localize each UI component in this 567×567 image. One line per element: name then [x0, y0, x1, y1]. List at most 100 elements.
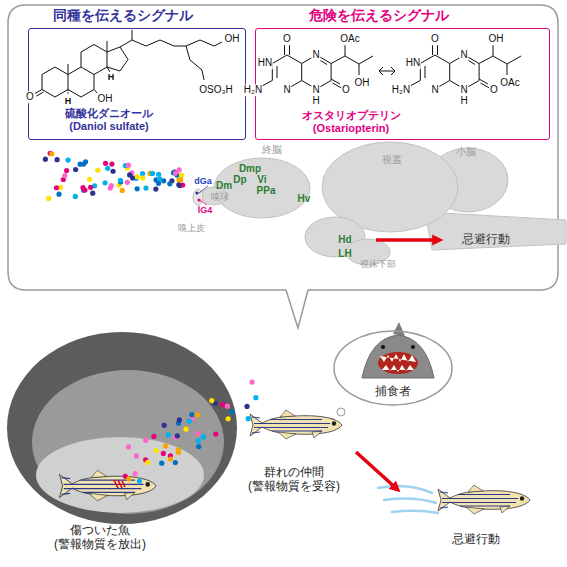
region-label: Dp — [233, 174, 246, 186]
odorant-dot — [43, 157, 48, 162]
signal-heading: 危険を伝えるシグナル — [279, 7, 479, 24]
atom-label: O — [430, 33, 440, 45]
odorant-dot — [143, 438, 148, 443]
odorant-dot — [176, 450, 181, 455]
odorant-dot — [253, 395, 258, 400]
pterin-structure — [410, 44, 521, 89]
atom-label: OAc — [499, 77, 520, 89]
atom-label: N — [282, 84, 291, 96]
odorant-dot — [120, 188, 125, 193]
region-label: 小脳 — [456, 146, 476, 158]
odorant-dot — [195, 412, 200, 417]
region-label: LH — [338, 248, 351, 260]
odorant-dot — [73, 194, 78, 199]
escape-arrow — [356, 452, 398, 490]
avoidance-arrow — [376, 238, 440, 242]
compound-name: 硫酸化ダニオール (Daniol sulfate) — [59, 107, 159, 133]
odorant-dot — [225, 404, 230, 409]
atom-label: H₂N — [243, 84, 263, 96]
atom-label: OH — [354, 77, 371, 89]
odorant-dot — [220, 402, 225, 407]
atom-label: N — [459, 84, 468, 96]
odorant-dot — [162, 423, 167, 428]
escaping-fish — [438, 485, 530, 514]
bubble-outline — [334, 331, 452, 405]
odorant-dot — [196, 438, 201, 443]
atom-label: N — [311, 84, 320, 96]
odorant-dot — [126, 444, 131, 449]
signal-heading: 同種を伝えるシグナル — [23, 7, 223, 24]
odorant-dot — [183, 427, 188, 432]
odorant-dot — [166, 432, 171, 437]
odorant-dot — [110, 169, 115, 174]
atom-label: N — [430, 84, 439, 96]
fish-label: 群れの仲間 (警報物質を受容) — [234, 466, 354, 494]
region-label: 視蓋 — [382, 154, 402, 166]
odorant-dot — [153, 187, 158, 192]
odorant-dot — [62, 173, 67, 178]
atom-label: H — [459, 95, 468, 107]
atom-label: HN — [405, 57, 421, 69]
odorant-dot — [126, 163, 131, 168]
school-fish — [250, 410, 342, 439]
atom-label: N — [311, 49, 320, 61]
wound-mark — [114, 480, 125, 488]
odorant-dot — [229, 409, 234, 414]
odorant-dot — [80, 185, 85, 190]
odorant-dot — [73, 167, 78, 172]
odorant-dot — [66, 157, 71, 162]
water-streaks — [378, 486, 438, 513]
region-label: Hd — [338, 234, 351, 246]
pterin-structure — [262, 44, 373, 89]
odorant-dot — [88, 185, 93, 190]
odorant-dot — [54, 157, 59, 162]
odorant-dot — [176, 182, 181, 187]
region-label: Hv — [298, 193, 311, 205]
behavior-label: 忌避行動 — [462, 233, 510, 247]
odorant-dot — [167, 181, 172, 186]
rock-shelter — [7, 332, 237, 524]
region-label: 終脳 — [262, 144, 282, 156]
odorant-dot — [161, 451, 166, 456]
odorant-dot — [189, 412, 194, 417]
odorant-dot — [95, 168, 100, 173]
behavior-label: 忌避行動 — [452, 533, 500, 547]
atom-label: OH — [224, 33, 241, 45]
daniol-structure — [35, 30, 222, 97]
thought-bubble: 捕食者 — [333, 330, 453, 406]
odorant-dot — [105, 166, 110, 171]
odorant-dot — [176, 177, 181, 182]
odorant-dot — [175, 433, 180, 438]
odorant-dot — [161, 178, 166, 183]
alarm-substance-dots — [43, 151, 259, 484]
region-label: Vi — [257, 174, 266, 186]
region-label: 嗅上皮 — [178, 223, 205, 233]
odorant-dot — [156, 172, 161, 177]
odorant-dot — [78, 162, 83, 167]
odorant-dot — [163, 443, 168, 448]
odorant-dot — [179, 173, 184, 178]
glomerulus-label: lG4 — [198, 205, 213, 215]
odorant-dot — [118, 178, 123, 183]
odorant-dot — [187, 419, 192, 424]
odorant-dot — [156, 181, 161, 186]
odorant-dot — [126, 476, 131, 481]
injured-fish — [60, 470, 157, 500]
atom-label: H — [107, 72, 116, 82]
atom-label: H₂N — [391, 84, 411, 96]
odorant-dot — [196, 444, 201, 449]
atom-label: OAc — [339, 33, 360, 45]
atom-label: OH — [488, 33, 505, 45]
region-label: Dm — [216, 180, 232, 192]
odorant-dot — [127, 172, 132, 177]
thought-bubble-fill — [333, 330, 453, 406]
compound-name: オスタリオプテリン (Ostariopterin) — [296, 109, 406, 135]
odorant-dot — [151, 434, 156, 439]
odorant-dot — [135, 186, 140, 191]
odorant-dot — [246, 416, 251, 421]
odorant-dot — [150, 171, 155, 176]
odorant-dot — [109, 183, 114, 188]
odorant-dot — [159, 461, 164, 466]
odorant-dot — [56, 192, 61, 197]
region-label: 視床下部 — [360, 259, 396, 269]
